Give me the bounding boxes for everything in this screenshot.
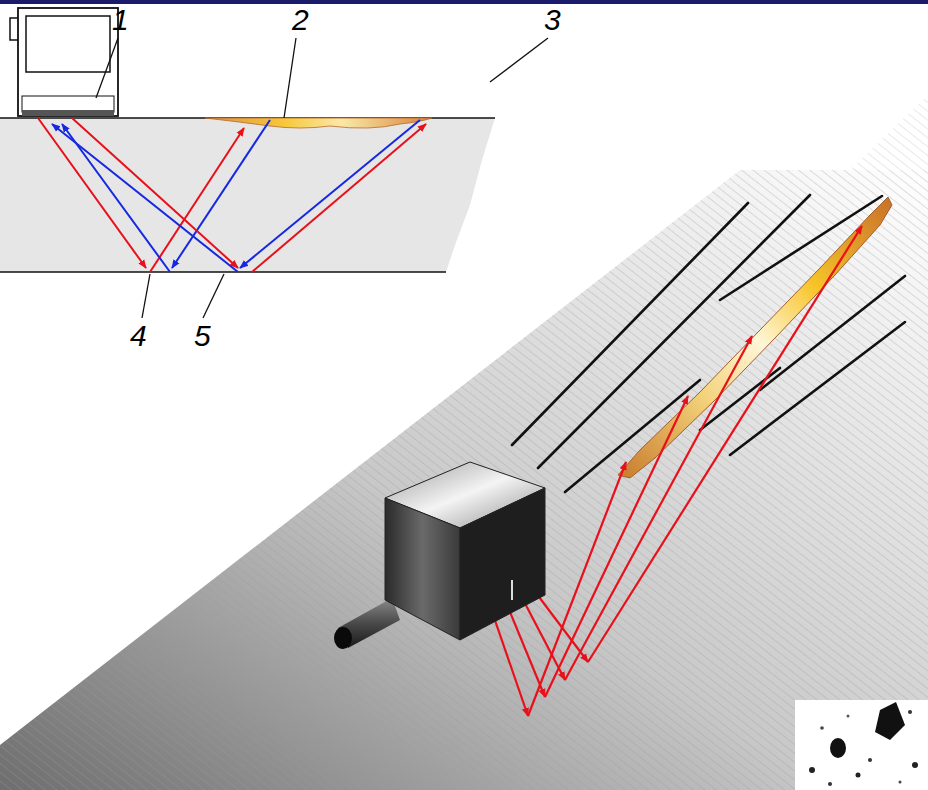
callout-number: 2 bbox=[292, 4, 309, 36]
callout-label-holder: 5 bbox=[194, 320, 211, 352]
callout-label-holder: 2 bbox=[292, 4, 309, 36]
probe bbox=[334, 462, 545, 649]
callout-label-holder: 3 bbox=[544, 4, 561, 36]
plate-bottom bbox=[0, 271, 446, 273]
callout-label-holder: 4 bbox=[130, 320, 147, 352]
corrosion-patch bbox=[205, 118, 432, 128]
corrosion-defect bbox=[618, 197, 892, 478]
flaw-detector bbox=[10, 8, 118, 116]
section-rays bbox=[38, 118, 426, 272]
ultrasonic-rays bbox=[488, 226, 862, 716]
flow-lines bbox=[512, 195, 905, 492]
top-bar bbox=[0, 0, 928, 4]
callout-number: 4 bbox=[130, 320, 147, 352]
callout-number: 1 bbox=[112, 4, 129, 36]
callout-label-holder: 1 bbox=[112, 4, 129, 36]
inset-micrograph bbox=[795, 700, 928, 790]
callout-number: 3 bbox=[544, 4, 561, 36]
plate-section bbox=[0, 118, 495, 272]
callout-number: 5 bbox=[194, 320, 211, 352]
leader-lines bbox=[96, 38, 548, 318]
